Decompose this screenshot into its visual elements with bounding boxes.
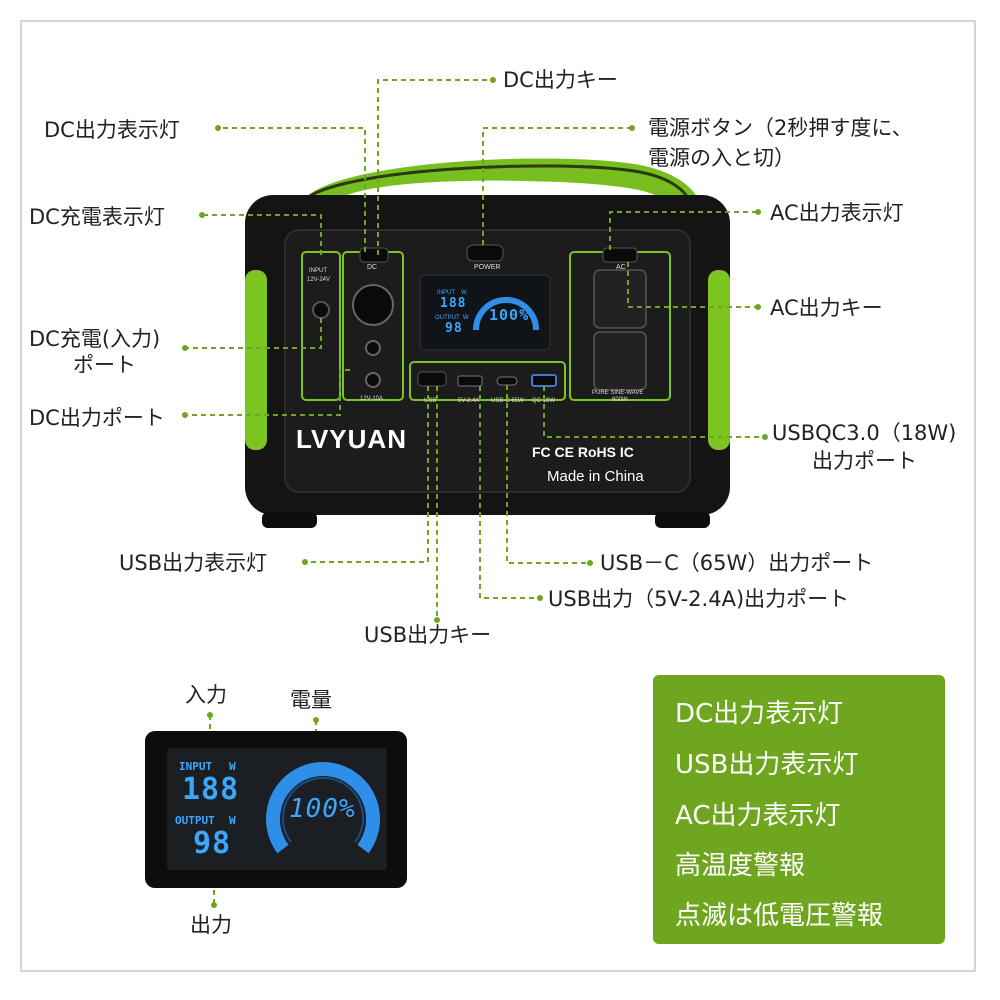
- label-dc-charge-port-line1: DC充電(入力): [29, 327, 161, 351]
- label-power-button-line1: 電源ボタン（2秒押す度に、: [648, 116, 913, 140]
- feet-left: [262, 512, 317, 528]
- display-screen: INPUT W 188 OUTPUT W 98 100%: [167, 748, 387, 870]
- label-usb-c-port: USB－C（65W）出力ポート: [600, 551, 874, 575]
- screen-output-unit: W: [229, 814, 236, 827]
- legend-item: AC出力表示灯: [675, 801, 841, 831]
- device-ac-watt: 600W: [612, 397, 628, 403]
- label-dc-charge-lamp: DC充電表示灯: [29, 205, 165, 229]
- device-input-range: 12V-24V: [307, 277, 331, 283]
- screen-input-unit: W: [229, 760, 236, 773]
- legend-item: 点滅は低電圧警報: [675, 901, 884, 931]
- device-pure-sine: PURE SINE-WAVE: [592, 390, 644, 396]
- label-usbqc-line1: USBQC3.0（18W): [772, 421, 957, 445]
- handle: [300, 158, 700, 205]
- device-dc-label: DC: [367, 264, 378, 271]
- leader-ac-output-lamp: [609, 211, 758, 250]
- label-usb-a-port: USB出力（5V-2.4A)出力ポート: [548, 587, 850, 611]
- device-made-in: Made in China: [547, 468, 644, 485]
- screen-input-label: INPUT: [179, 760, 213, 773]
- usb-frame: [409, 361, 566, 401]
- leader-power-button: [482, 127, 632, 245]
- device-brand: LVYUAN: [296, 424, 407, 454]
- screen-battery-value: 100%: [289, 794, 356, 824]
- leader-usb-output-lamp: [305, 386, 429, 563]
- label-panel-output: 出力: [190, 913, 232, 937]
- ac-outlet-2: [593, 331, 647, 391]
- usb-key: [417, 371, 447, 387]
- label-usb-output-key: USB出力キー: [364, 623, 492, 647]
- label-usb-output-lamp: USB出力表示灯: [119, 551, 268, 575]
- label-dc-charge-port-line2: ポート: [73, 353, 136, 377]
- leader-dc-output-port: [185, 369, 350, 416]
- device-screen-input-label: INPUT: [437, 290, 455, 296]
- device-input-label: INPUT: [309, 268, 327, 274]
- side-bumper-left: [245, 270, 267, 450]
- label-dc-output-port: DC出力ポート: [29, 406, 165, 430]
- label-dc-output-lamp: DC出力表示灯: [44, 118, 180, 142]
- legend-item: USB出力表示灯: [675, 750, 859, 780]
- device-qc-spec: QC 18W: [532, 398, 556, 404]
- device-ac-label: AC: [616, 264, 626, 271]
- ac-key: [602, 247, 638, 263]
- label-ac-output-key: AC出力キー: [770, 296, 883, 320]
- dc-5521-port-1: [365, 340, 381, 356]
- device-screen-output-label: OUTPUT: [435, 315, 460, 321]
- label-usbqc-line2: 出力ポート: [812, 449, 917, 473]
- device-usb-a-spec: 5V-2.4A: [458, 398, 480, 404]
- device-usb-c-spec: USB-C 65W: [491, 398, 524, 404]
- cigarette-port: [352, 284, 394, 326]
- device-power-label: POWER: [474, 264, 501, 271]
- device-display-arc: [473, 297, 539, 331]
- device-screen-output-unit: W: [463, 315, 469, 321]
- handle-dark: [298, 164, 692, 206]
- device-cert-marks: FC CE RoHS IC: [532, 444, 634, 460]
- label-ac-output-lamp: AC出力表示灯: [770, 201, 904, 225]
- image-frame: [20, 20, 976, 972]
- power-key: [466, 244, 504, 262]
- device-screen-input-unit: W: [461, 290, 467, 296]
- display-panel: INPUT W 188 OUTPUT W 98 100%: [145, 731, 407, 888]
- ac-outlet-1: [593, 269, 647, 329]
- screen-output-label: OUTPUT: [175, 814, 215, 827]
- screen-output-value: 98: [193, 826, 232, 861]
- leader-usb-a: [479, 386, 540, 599]
- device-screen-input-value: 188: [440, 296, 467, 311]
- usb-a-port: [457, 375, 483, 387]
- label-panel-input: 入力: [185, 683, 227, 707]
- label-panel-battery: 電量: [290, 688, 332, 712]
- indicator-legend: DC出力表示灯 USB出力表示灯 AC出力表示灯 高温度警報 点滅は低電圧警報: [653, 675, 945, 944]
- leader-ac-output-key: [627, 262, 758, 308]
- side-bumper-right: [708, 270, 730, 450]
- device-screen-battery: 100%: [489, 306, 530, 324]
- feet-right: [655, 512, 710, 528]
- screen-input-value: 188: [182, 772, 240, 807]
- battery-arc: [266, 762, 380, 854]
- leader-dc-charge-lamp: [202, 214, 322, 255]
- leader-dc-charge-port: [185, 318, 322, 349]
- dc-key: [359, 247, 389, 263]
- label-dc-output-key: DC出力キー: [503, 68, 618, 92]
- device-usb-label: USB: [424, 398, 437, 404]
- legend-item: 高温度警報: [675, 851, 806, 881]
- legend-item: DC出力表示灯: [675, 699, 844, 729]
- device-screen-output-value: 98: [445, 321, 463, 336]
- label-power-button-line2: 電源の入と切）: [648, 146, 795, 170]
- dc-5521-port-2: [365, 372, 381, 388]
- device-dc-spec: 12V-10A: [360, 396, 384, 402]
- leader-dc-output-key: [377, 79, 493, 255]
- leader-usbqc: [543, 386, 765, 438]
